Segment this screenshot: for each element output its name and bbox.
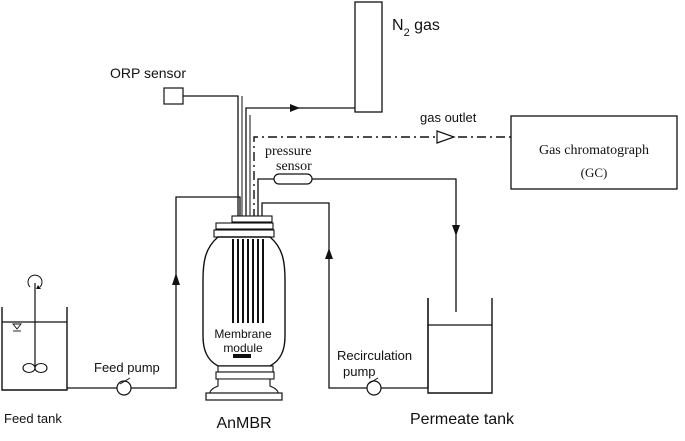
recirculation-pump-outlet — [367, 377, 379, 385]
mixer-impeller-blade — [34, 362, 48, 374]
n2-gas-line — [245, 107, 355, 218]
recirculation-return-line — [381, 298, 429, 389]
n2-gas-label: N2 gas — [392, 17, 440, 39]
feed-tank — [1, 307, 68, 391]
recirculation-line — [261, 202, 367, 389]
orp-sensor-line — [183, 95, 239, 218]
reactor-stand-base — [205, 392, 283, 401]
n2-flow-arrow — [290, 104, 300, 112]
pressure-sensor-label-line1: pressure — [265, 144, 312, 159]
permeate-tank-label: Permeate tank — [410, 411, 515, 428]
pressure-sensor-label-line2: sensor — [276, 159, 312, 174]
gas-outlet-valve — [436, 130, 456, 144]
permeate-line — [257, 178, 274, 218]
reactor-flange — [215, 222, 274, 230]
reactor-base-flange — [217, 365, 274, 373]
gas-chromatograph-box — [510, 115, 678, 190]
permeate-tank — [427, 298, 493, 394]
recirculation-pump-label-line1: Recirculation — [337, 348, 412, 363]
mixer-rotation-arrow — [36, 285, 41, 289]
reactor-flange — [213, 229, 275, 238]
feed-line — [131, 196, 241, 389]
recirculation-flow-arrow — [325, 248, 333, 259]
gc-label-line1: Gas chromatograph — [539, 143, 649, 158]
feed-tank-level-marker — [12, 323, 22, 330]
orp-sensor-label: ORP sensor — [110, 65, 186, 81]
gas-outlet-line — [253, 136, 511, 218]
membrane-fibers — [232, 239, 264, 323]
feed-pump-label: Feed pump — [94, 360, 160, 375]
reactor-lid — [231, 215, 273, 223]
feed-tank-label: Feed tank — [4, 411, 62, 426]
recirculation-pump — [366, 380, 382, 396]
mixer-motor — [27, 274, 43, 288]
permeate-flow-arrow — [452, 225, 460, 236]
membrane-module-label-line1: Membrane — [214, 327, 272, 341]
reactor-stand — [209, 378, 279, 394]
membrane-module-label-line2: module — [223, 341, 263, 355]
pressure-sensor — [273, 173, 313, 185]
permeate-line — [312, 178, 457, 312]
aeration-diffuser — [233, 354, 251, 358]
feed-pump — [116, 380, 132, 396]
feed-flow-arrow — [172, 273, 180, 285]
feed-pump-outlet — [119, 377, 131, 385]
mixer-impeller-blade — [22, 362, 36, 374]
gc-label-line2: (GC) — [581, 165, 608, 180]
anmbr-label: AnMBR — [216, 415, 271, 432]
gas-outlet-label: gas outlet — [420, 110, 477, 125]
n2-gas-cylinder — [354, 1, 383, 113]
orp-sensor-box — [163, 87, 184, 105]
recirculation-pump-label-line2: pump — [343, 364, 376, 379]
reactor-base-flange — [215, 371, 275, 380]
